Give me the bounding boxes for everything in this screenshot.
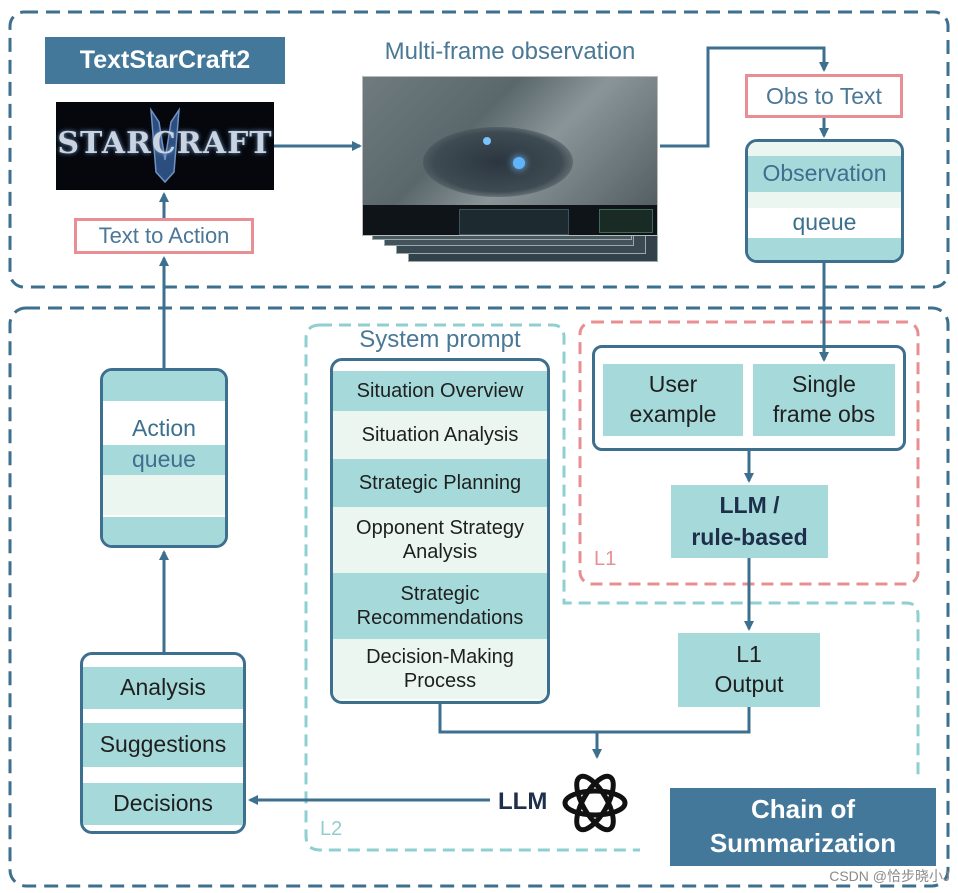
multi-frame-label: Multi-frame observation [384, 38, 636, 65]
obs-to-text-text: Obs to Text [766, 82, 882, 109]
system-prompt-list: Situation Overview Situation Analysis St… [330, 358, 550, 704]
text-to-action-label: Text to Action [74, 218, 254, 254]
openai-logo-icon [562, 773, 628, 833]
l2-label: L2 [320, 818, 343, 840]
observation-queue-line1: Observation [762, 160, 887, 187]
observation-queue: Observation queue [745, 139, 904, 263]
starcraft-logo: STARCRAFT [56, 102, 274, 190]
l1-label: L1 [594, 548, 617, 570]
llm-label: LLM [498, 788, 548, 815]
action-queue-line1: Action [132, 415, 196, 442]
l1-llm-box: LLM / rule-based [671, 485, 828, 558]
chain-of-summarization-badge: Chain of Summarization [670, 788, 936, 866]
title-badge-text: TextStarCraft2 [79, 46, 251, 74]
l1-output-box: L1 Output [678, 633, 820, 707]
prompt-situation-overview: Situation Overview [333, 371, 547, 411]
system-prompt-title: System prompt [359, 326, 521, 353]
result-decisions: Decisions [83, 783, 243, 825]
obs-to-text-label: Obs to Text [745, 74, 903, 118]
chain-title-line2: Summarization [709, 828, 897, 858]
arrow-merge-to-llm [438, 704, 751, 757]
l1-llm-line2: rule-based [691, 523, 808, 550]
single-frame-obs: Single frame obs [753, 364, 895, 436]
result-analysis: Analysis [83, 667, 243, 709]
multi-frame-stack [362, 76, 662, 266]
observation-queue-line2: queue [792, 209, 857, 236]
logo-graphic [150, 107, 180, 184]
prompt-strategic-recommendations: Strategic Recommendations [333, 573, 547, 639]
watermark: CSDN @恰步晓小J [829, 868, 950, 884]
chain-title-line1: Chain of [751, 794, 855, 825]
text-to-action-text: Text to Action [98, 223, 230, 248]
prompt-strategic-planning: Strategic Planning [333, 459, 547, 507]
result-suggestions: Suggestions [83, 723, 243, 767]
l1-llm-line1: LLM / [719, 492, 780, 519]
prompt-decision-making: Decision-Making Process [333, 639, 547, 699]
user-example: User example [603, 364, 743, 436]
action-queue-line2: queue [132, 446, 196, 473]
title-badge: TextStarCraft2 [45, 37, 285, 84]
action-queue: Action queue [100, 368, 228, 548]
logo-text: STARCRAFT [57, 126, 273, 161]
results-box: Analysis Suggestions Decisions [80, 652, 246, 834]
l1-inputs-box: User example Single frame obs [592, 345, 906, 451]
prompt-opponent-strategy: Opponent Strategy Analysis [333, 507, 547, 573]
prompt-situation-analysis: Situation Analysis [333, 411, 547, 459]
game-screenshot [362, 76, 658, 236]
